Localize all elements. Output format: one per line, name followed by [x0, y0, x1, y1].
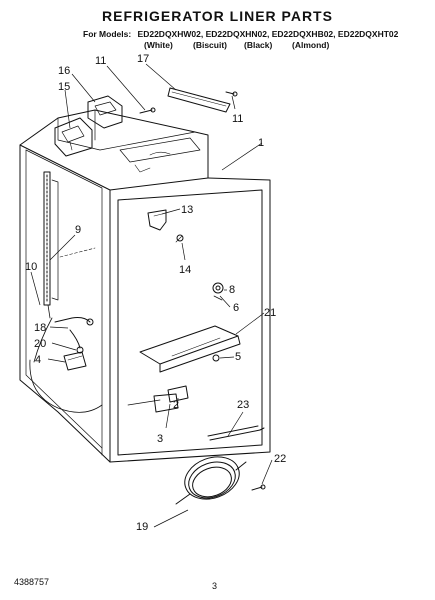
leader-line	[106, 65, 146, 111]
callout-label: 21	[264, 307, 276, 319]
leader-line	[235, 312, 265, 335]
callout-label: 8	[229, 284, 235, 296]
callout-label: 3	[157, 433, 163, 445]
document-number: 4388757	[14, 577, 50, 587]
leader-line	[145, 63, 177, 91]
callout-label: 2	[173, 399, 179, 411]
callout-label: 6	[233, 302, 239, 314]
leader-line	[153, 509, 189, 528]
callout-label: 20	[34, 338, 46, 350]
leader-line	[165, 403, 171, 429]
leader-line	[261, 459, 273, 485]
leader-line	[49, 326, 69, 329]
tubing-coil	[175, 456, 247, 505]
model-color: (White)	[144, 40, 173, 50]
leader-line	[49, 234, 76, 261]
model-number: ED22DQXHT02	[337, 29, 399, 39]
leader-line	[219, 356, 235, 359]
clip-part	[147, 209, 167, 231]
leader-line	[181, 242, 186, 261]
callout-label: 15	[58, 81, 70, 93]
top-bracket-assembly	[54, 95, 123, 157]
callout-label: 16	[58, 65, 70, 77]
callout-label: 14	[179, 264, 191, 276]
page-number: 3	[212, 581, 218, 591]
leader-line	[227, 411, 244, 437]
leader-line	[231, 95, 236, 110]
leader-line	[71, 73, 96, 103]
liner-shell	[19, 109, 271, 463]
model-color: (Black)	[244, 40, 273, 50]
callout-label: 10	[25, 261, 37, 273]
model-color: (Biscuit)	[193, 40, 227, 50]
callout-label: 17	[137, 53, 149, 65]
grommet	[212, 282, 224, 301]
leader-line	[219, 295, 231, 308]
plug	[212, 354, 220, 362]
wire-harness	[29, 304, 103, 413]
callout-label: 13	[181, 204, 193, 216]
leader-line	[47, 358, 66, 363]
screw-right	[225, 91, 238, 97]
callout-label: 5	[235, 351, 241, 363]
model-number: ED22DQXHN02,	[205, 29, 270, 39]
callout-label: 4	[35, 354, 41, 366]
crisper-cover	[139, 325, 241, 373]
callout-label: 9	[75, 224, 81, 236]
screw-upper	[139, 107, 156, 114]
callout-label: 23	[237, 399, 249, 411]
callout-label: 19	[136, 521, 148, 533]
model-number: ED22DQXHB02,	[271, 29, 336, 39]
models-label: For Models:	[83, 29, 132, 39]
callout-label: 11	[95, 55, 106, 67]
switch-harness	[54, 317, 94, 371]
model-color: (Almond)	[292, 40, 330, 50]
screw-lower	[251, 484, 266, 491]
callout-label: 11	[232, 113, 243, 125]
callout-label: 1	[258, 137, 264, 149]
leader-line	[161, 208, 181, 215]
leader-line	[64, 89, 71, 129]
model-list: For Models: ED22DQXHW02, ED22DQXHN02, ED…	[83, 29, 398, 39]
callout-label: 18	[34, 322, 46, 334]
side-rail	[43, 171, 96, 306]
model-number: ED22DQXHW02,	[137, 29, 204, 39]
drain-tube	[207, 425, 265, 441]
lower-bracket	[127, 385, 189, 413]
page-title: REFRIGERATOR LINER PARTS	[102, 8, 333, 24]
leader-line	[30, 271, 41, 306]
leader-line	[51, 342, 77, 351]
shelf-support	[167, 87, 231, 113]
small-screw	[175, 234, 184, 243]
callout-label: 22	[274, 453, 286, 465]
leader-line	[221, 142, 263, 171]
